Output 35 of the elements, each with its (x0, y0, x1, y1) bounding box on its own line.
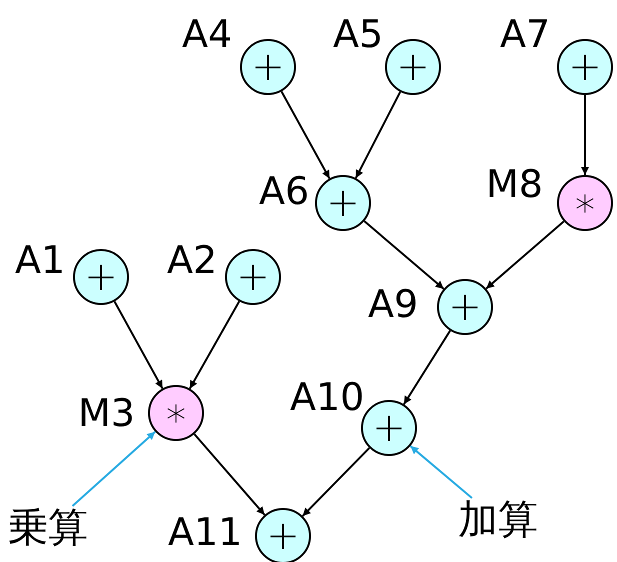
operation-circle: + (225, 249, 281, 305)
node-label: A5 (333, 15, 384, 53)
operation-circle: + (557, 39, 613, 95)
operation-circle: + (437, 279, 493, 335)
operation-circle: + (361, 400, 417, 456)
node-label: A9 (368, 285, 418, 323)
callout-text: 乗算 (8, 508, 88, 548)
operation-circle: + (385, 39, 441, 95)
callout-text: 加算 (458, 500, 538, 540)
operation-circle: + (240, 39, 296, 95)
arrow (486, 220, 564, 290)
arrow (188, 300, 240, 390)
node-label: A4 (182, 15, 232, 53)
operation-circle: + (315, 175, 371, 231)
node-label: A7 (500, 15, 550, 53)
arrow (403, 330, 451, 405)
arrow (194, 433, 266, 516)
arrow (410, 445, 473, 499)
node-label: A6 (259, 172, 310, 210)
arrow (72, 430, 156, 507)
arrow (302, 447, 370, 517)
node-label: M8 (486, 165, 543, 203)
arrow (114, 301, 164, 389)
node-label: A11 (168, 513, 242, 551)
arrow (280, 91, 330, 179)
arrow (364, 220, 444, 290)
node-label: A1 (15, 241, 66, 279)
node-label: M3 (78, 394, 135, 432)
node-label: A2 (167, 241, 218, 279)
operation-circle: ∗ (148, 385, 204, 441)
operation-circle: ∗ (557, 175, 613, 231)
arrow (354, 91, 402, 179)
operation-circle: + (255, 508, 311, 562)
operation-circle: + (73, 249, 129, 305)
arrow (581, 95, 589, 175)
